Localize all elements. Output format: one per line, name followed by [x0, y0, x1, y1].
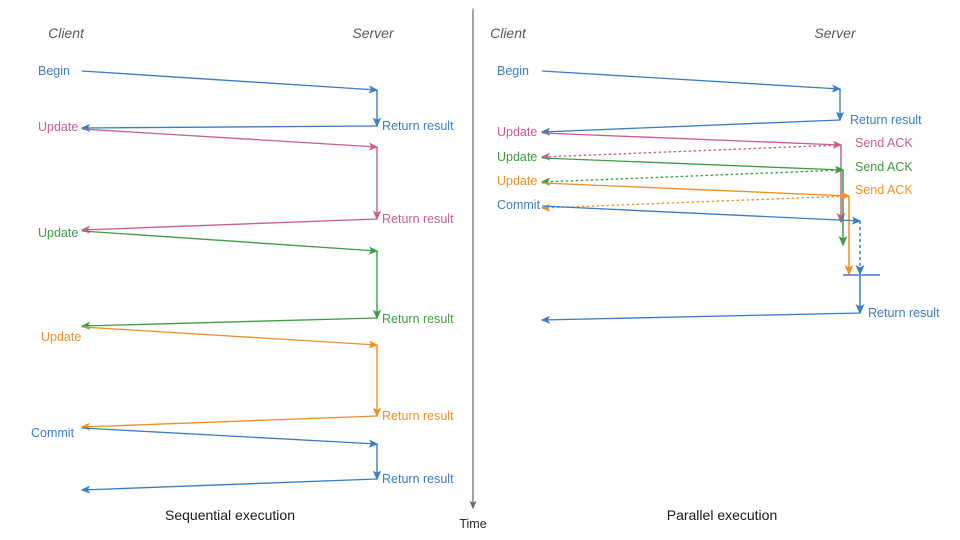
- message-label: Return result: [382, 472, 454, 486]
- message-arrow: [80, 478, 378, 494]
- panel-captions-layer: Sequential execution Parallel execution: [165, 507, 777, 523]
- message-label: Commit: [31, 426, 75, 440]
- message-label: Send ACK: [855, 136, 913, 150]
- message-arrow: [81, 427, 379, 448]
- lane-headers-layer: Client Server Client Server: [48, 25, 857, 41]
- message-arrow: [81, 326, 379, 349]
- message-label: Send ACK: [855, 160, 913, 174]
- message-label: Update: [38, 120, 78, 134]
- message-arrow: [81, 128, 379, 151]
- message-arrow: [80, 415, 378, 431]
- message-label: Commit: [497, 198, 541, 212]
- lane-header-client: Client: [490, 25, 527, 41]
- message-label: Begin: [38, 64, 70, 78]
- message-arrows-layer: [80, 70, 862, 494]
- time-axis-layer: Time: [459, 10, 487, 531]
- message-arrow: [81, 70, 379, 94]
- time-axis-label: Time: [459, 517, 486, 531]
- message-label: Send ACK: [855, 183, 913, 197]
- message-label: Return result: [382, 312, 454, 326]
- message-arrow: [540, 119, 841, 136]
- lane-header-client: Client: [48, 25, 85, 41]
- message-label: Return result: [868, 306, 940, 320]
- message-label: Update: [497, 125, 537, 139]
- message-arrow: [541, 132, 843, 149]
- activation-bars-layer: [372, 89, 880, 481]
- panel-caption-sequential: Sequential execution: [165, 507, 295, 523]
- message-label: Return result: [382, 409, 454, 423]
- message-label: Begin: [497, 64, 529, 78]
- message-arrow: [80, 317, 378, 330]
- message-label: Update: [38, 226, 78, 240]
- message-label: Return result: [382, 212, 454, 226]
- message-arrow: [80, 123, 378, 132]
- message-arrow: [80, 218, 378, 234]
- message-arrow: [541, 205, 862, 225]
- message-arrow: [540, 195, 850, 212]
- lane-header-server: Server: [814, 25, 857, 41]
- message-arrow: [541, 70, 842, 93]
- message-arrow: [541, 157, 845, 174]
- panel-caption-parallel: Parallel execution: [667, 507, 778, 523]
- lane-header-server: Server: [352, 25, 395, 41]
- message-arrow: [540, 144, 842, 161]
- message-arrow: [541, 182, 851, 200]
- message-label: Return result: [382, 119, 454, 133]
- message-arrow: [540, 312, 861, 324]
- message-label: Update: [497, 174, 537, 188]
- message-label: Update: [41, 330, 81, 344]
- message-label: Return result: [850, 113, 922, 127]
- message-arrow: [540, 169, 844, 186]
- message-label: Update: [497, 150, 537, 164]
- message-arrow: [81, 230, 379, 255]
